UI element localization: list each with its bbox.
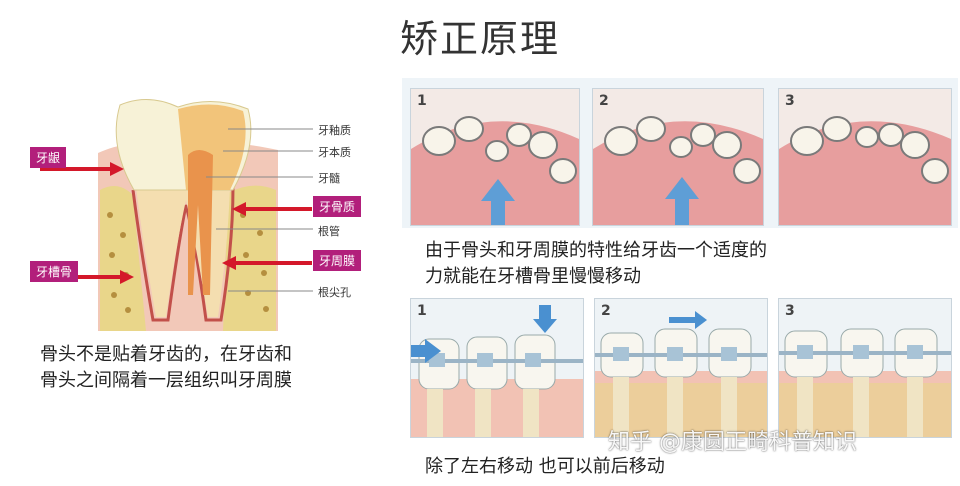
bottom-step-2-number: 2 [601,303,611,319]
bottom-step-3-illustration [779,328,951,437]
label-root-canal: 根管 [318,225,340,238]
caption-top-line-1: 由于骨头和牙周膜的特性给牙齿一个适度的 [425,240,767,261]
label-periodontal-ligament: 牙周膜 [313,250,362,271]
bottom-step-1-illustration [411,305,583,437]
label-pulp: 牙髓 [318,172,340,185]
watermark: 知乎 @康圆正畸科普知识 [608,430,857,455]
bottom-step-1-frame: 1 [410,298,584,438]
tooth-cross-section-diagram: 牙釉质 牙本质 牙髓 牙骨质 根管 牙周膜 根尖孔 牙龈 牙槽骨 [28,95,370,331]
bottom-step-2-frame: 2 [594,298,768,438]
tooth-illustration [40,99,313,331]
caption-periodontal-line-1: 骨头不是贴着牙齿的，在牙齿和 [40,344,292,365]
top-step-3-illustration [779,116,951,225]
top-step-1-frame: 1 [410,88,580,226]
top-step-2-frame: 2 [592,88,764,226]
bottom-step-1-number: 1 [417,303,427,319]
top-step-1-illustration [411,116,579,225]
label-apical-foramen: 根尖孔 [318,286,351,299]
page-title: 矫正原理 [399,17,560,61]
top-step-3-frame: 3 [778,88,952,226]
caption-top-line-2: 力就能在牙槽骨里慢慢移动 [425,266,641,287]
label-gum: 牙龈 [30,147,67,168]
top-step-1-number: 1 [417,93,427,109]
bottom-step-3-number: 3 [785,303,795,319]
top-step-2-illustration [593,116,763,225]
caption-bottom-sequence: 除了左右移动 也可以前后移动 [425,456,665,477]
top-step-3-number: 3 [785,93,795,109]
caption-periodontal-line-2: 骨头之间隔着一层组织叫牙周膜 [40,370,292,391]
caption-periodontal: 骨头不是贴着牙齿的，在牙齿和 骨头之间隔着一层组织叫牙周膜 [40,342,292,394]
label-cementum: 牙骨质 [313,196,362,217]
label-dentin: 牙本质 [318,146,351,159]
bottom-step-2-illustration [595,311,767,437]
bottom-step-3-frame: 3 [778,298,952,438]
caption-top-sequence: 由于骨头和牙周膜的特性给牙齿一个适度的 力就能在牙槽骨里慢慢移动 [425,238,767,290]
top-step-2-number: 2 [599,93,609,109]
label-enamel: 牙釉质 [318,124,351,137]
label-alveolar-bone: 牙槽骨 [30,261,79,282]
